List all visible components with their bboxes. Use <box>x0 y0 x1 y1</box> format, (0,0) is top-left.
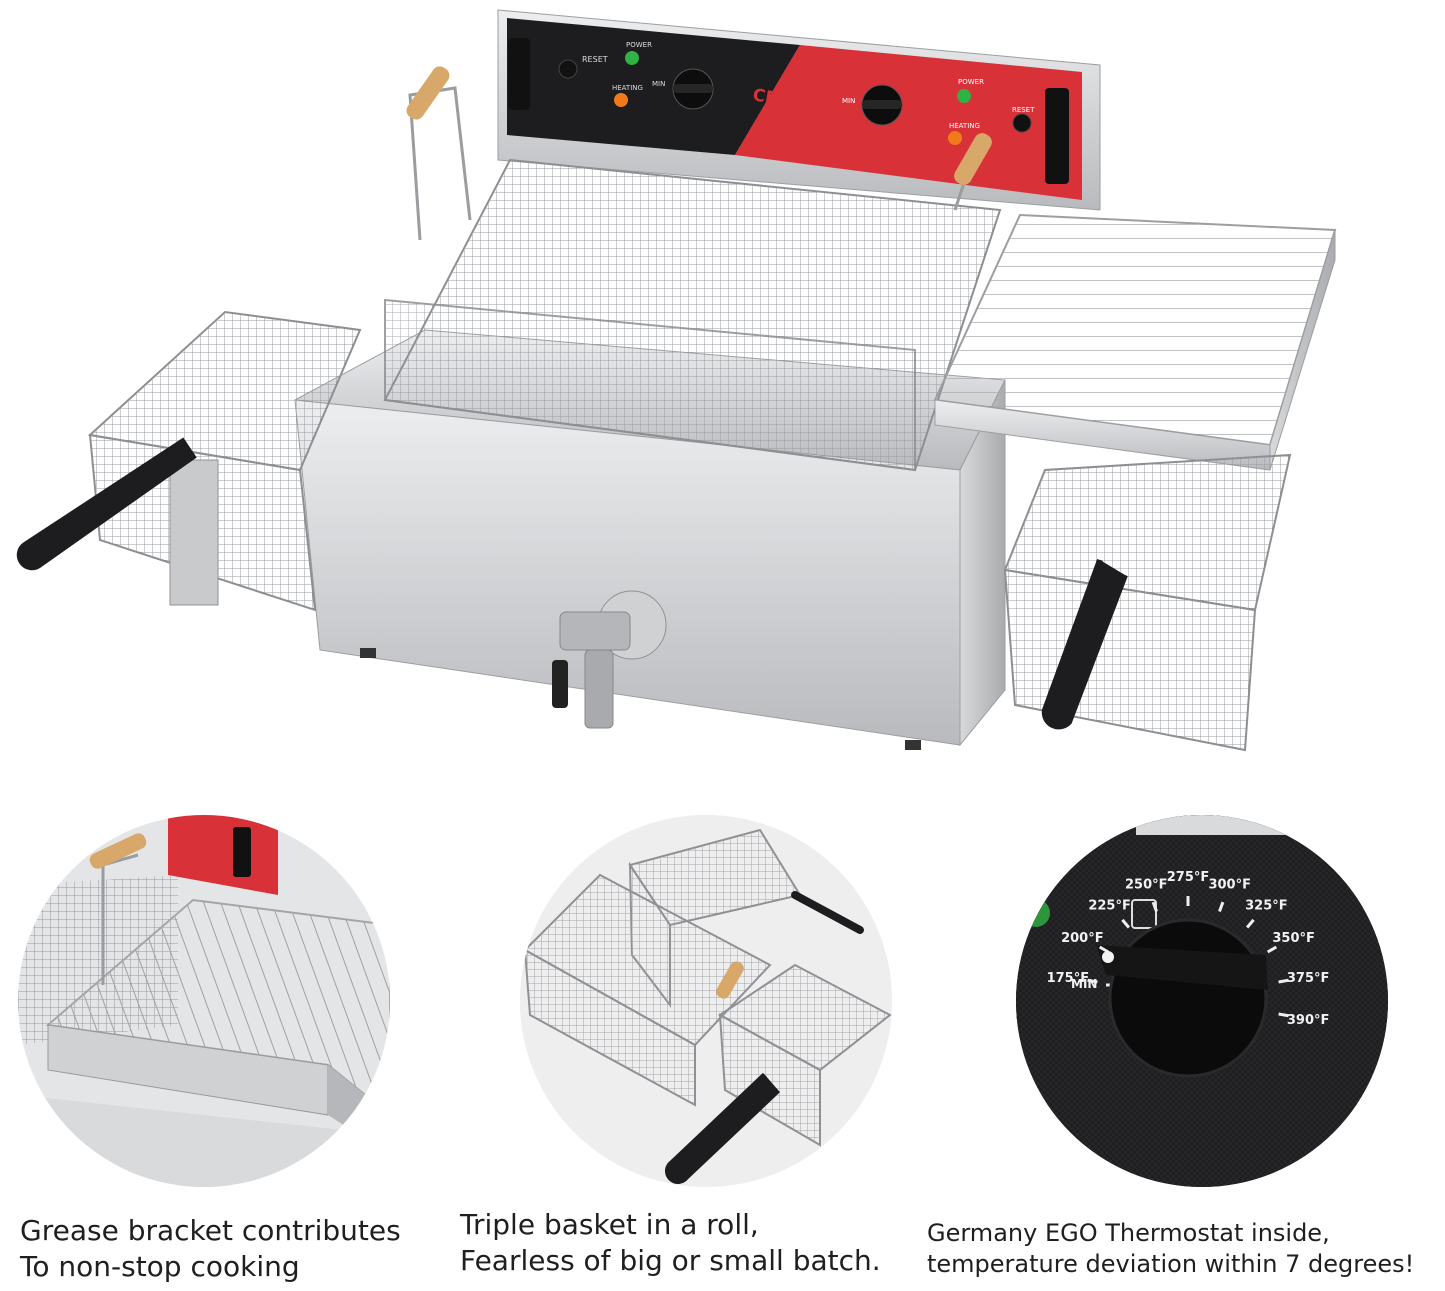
dial-temp-label: 225°F <box>1088 899 1131 914</box>
left-power-light <box>625 51 639 65</box>
left-controls: RESET POWER HEATING MIN <box>558 41 714 110</box>
right-min-label: MIN <box>842 97 855 105</box>
right-small-basket <box>1003 453 1292 752</box>
right-reset-label: RESET <box>1012 106 1035 114</box>
dial-temp-label: 350°F <box>1272 931 1315 946</box>
dial-tick <box>1218 901 1225 913</box>
thermostat-knob[interactable] <box>1108 918 1268 1078</box>
dial-tick <box>1121 918 1131 929</box>
large-fry-basket <box>383 66 1002 472</box>
left-reset-label: RESET <box>582 55 608 64</box>
right-power-light <box>957 89 971 103</box>
dial-temp-label: 390°F <box>1287 1013 1330 1028</box>
dial-tick <box>1278 978 1289 984</box>
dial-temp-label: 275°F <box>1167 870 1210 885</box>
grease-bracket-rack <box>933 213 1337 471</box>
caption-line: Germany EGO Thermostat inside, <box>927 1219 1330 1247</box>
feature-caption-triple-basket: Triple basket in a roll, Fearless of big… <box>460 1207 881 1279</box>
dial-temp-label: 175°F <box>1047 971 1090 986</box>
feature-image-grease-bracket <box>18 815 390 1187</box>
right-controls: MIN POWER HEATING RESET <box>842 78 1035 145</box>
dial-temp-label: 200°F <box>1061 931 1104 946</box>
left-heating-light <box>614 93 628 107</box>
dial-tick <box>1245 918 1255 929</box>
left-reset-button[interactable] <box>558 59 578 79</box>
right-reset-button[interactable] <box>1012 113 1032 133</box>
dial-tick <box>1278 1012 1289 1018</box>
control-panel <box>497 9 1101 211</box>
dial-tick <box>1151 901 1158 913</box>
right-power-label: POWER <box>958 78 984 86</box>
dial-tick <box>1098 945 1110 954</box>
left-power-label: POWER <box>626 41 652 49</box>
dial-temp-label: 375°F <box>1287 971 1330 986</box>
right-heating-light <box>948 131 962 145</box>
dial-tick <box>1087 978 1098 984</box>
caption-line: To non-stop cooking <box>20 1249 300 1283</box>
caption-line: temperature deviation within 7 degrees! <box>927 1249 1415 1278</box>
fryer-product-image: RESET POWER HEATING MIN CROSSON MIN POWE… <box>16 9 1337 752</box>
caption-line: Fearless of big or small batch. <box>460 1243 881 1277</box>
feature-image-triple-basket <box>520 815 892 1187</box>
caption-line: Grease bracket contributes <box>20 1214 401 1247</box>
left-min-label: MIN <box>652 80 665 88</box>
right-heating-label: HEATING <box>949 122 980 130</box>
dial-temp-label: 250°F <box>1125 877 1168 892</box>
caption-line: Triple basket in a roll, <box>460 1208 759 1241</box>
dial-tick <box>1266 945 1278 954</box>
dial-temp-label: 325°F <box>1245 899 1288 914</box>
feature-caption-thermostat: Germany EGO Thermostat inside, temperatu… <box>927 1218 1414 1279</box>
dial-temp-label: 300°F <box>1208 877 1251 892</box>
feature-caption-grease-bracket: Grease bracket contributes To non-stop c… <box>20 1213 401 1285</box>
left-small-basket <box>16 310 362 612</box>
drain-valve[interactable] <box>552 590 667 729</box>
left-heating-label: HEATING <box>612 84 643 92</box>
